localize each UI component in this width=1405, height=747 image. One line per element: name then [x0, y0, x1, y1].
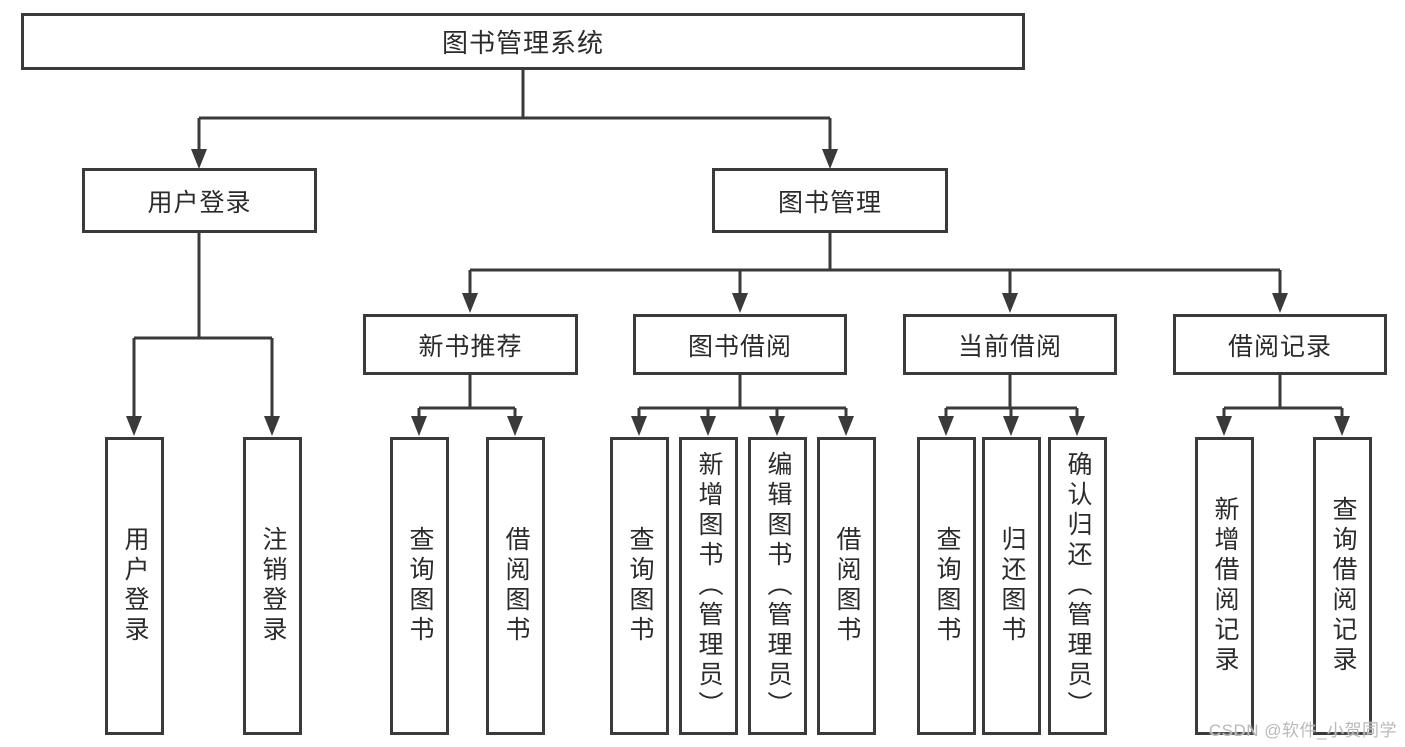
leaf-confirm-return-admin-label: 确认归还（管理员）	[1064, 451, 1092, 721]
leaf-query-book-3: 查询图书	[917, 437, 976, 735]
leaf-borrow-book-2-label: 借阅图书	[833, 526, 861, 646]
node-book-management: 图书管理	[712, 168, 948, 233]
leaf-add-book-admin-label: 新增图书（管理员）	[695, 451, 723, 721]
node-new-book-recommend: 新书推荐	[363, 314, 578, 375]
node-borrow-record: 借阅记录	[1173, 314, 1387, 375]
node-user-login: 用户登录	[82, 168, 317, 233]
leaf-return-book: 归还图书	[982, 437, 1041, 735]
leaf-edit-book-admin: 编辑图书（管理员）	[748, 437, 807, 735]
leaf-user-login: 用户登录	[105, 437, 164, 735]
leaf-borrow-book-1-label: 借阅图书	[502, 526, 530, 646]
leaf-user-login-label: 用户登录	[121, 526, 149, 646]
leaf-query-borrow-record-label: 查询借阅记录	[1329, 496, 1357, 676]
leaf-query-book-2: 查询图书	[610, 437, 669, 735]
leaf-borrow-book-2: 借阅图书	[817, 437, 876, 735]
leaf-query-book-1-label: 查询图书	[406, 526, 434, 646]
leaf-logout: 注销登录	[243, 437, 302, 735]
leaf-return-book-label: 归还图书	[998, 526, 1026, 646]
leaf-logout-label: 注销登录	[259, 526, 287, 646]
leaf-query-book-3-label: 查询图书	[933, 526, 961, 646]
node-current-borrow: 当前借阅	[903, 314, 1117, 375]
leaf-add-book-admin: 新增图书（管理员）	[679, 437, 738, 735]
leaf-edit-book-admin-label: 编辑图书（管理员）	[764, 451, 792, 721]
arrowheads	[126, 149, 1350, 436]
leaf-add-borrow-record: 新增借阅记录	[1195, 437, 1254, 735]
leaf-borrow-book-1: 借阅图书	[486, 437, 545, 735]
leaf-query-borrow-record: 查询借阅记录	[1313, 437, 1372, 735]
node-system-root: 图书管理系统	[21, 13, 1025, 70]
leaf-confirm-return-admin: 确认归还（管理员）	[1048, 437, 1107, 735]
leaf-query-book-2-label: 查询图书	[626, 526, 654, 646]
leaf-add-borrow-record-label: 新增借阅记录	[1211, 496, 1239, 676]
node-book-borrow: 图书借阅	[633, 314, 847, 375]
leaf-query-book-1: 查询图书	[390, 437, 449, 735]
csdn-watermark: CSDN @软件_小贺同学	[1208, 721, 1397, 740]
